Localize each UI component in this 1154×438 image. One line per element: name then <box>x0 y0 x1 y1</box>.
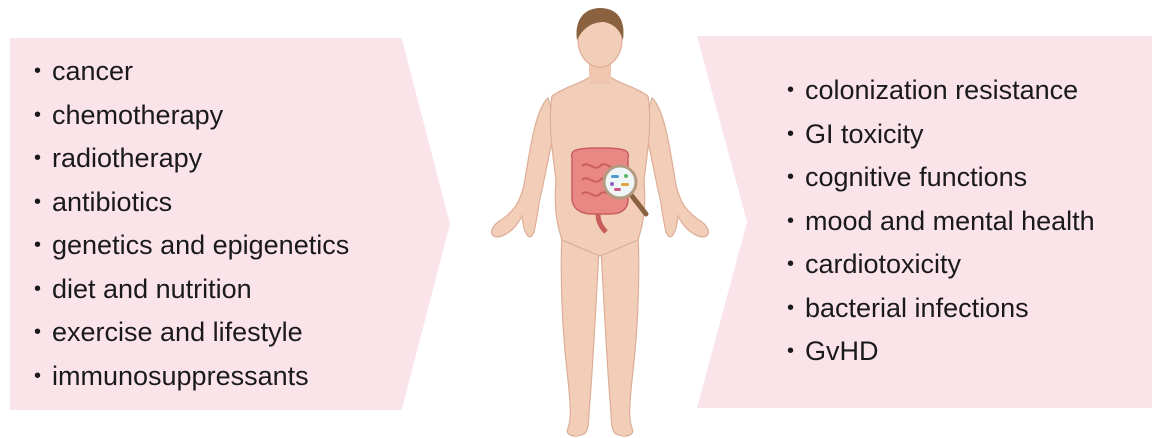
outcome-item: •cardiotoxicity <box>787 243 1095 287</box>
left-leg <box>561 232 599 436</box>
bullet-icon: • <box>787 113 805 157</box>
outcome-item: •GvHD <box>787 330 1095 374</box>
outcome-item: •mood and mental health <box>787 200 1095 244</box>
bullet-icon: • <box>787 287 805 331</box>
factor-item: •genetics and epigenetics <box>34 224 349 268</box>
outcome-item: •GI toxicity <box>787 113 1095 157</box>
bullet-icon: • <box>34 268 52 312</box>
bullet-icon: • <box>34 137 52 181</box>
bullet-icon: • <box>787 69 805 113</box>
human-body-icon <box>480 0 720 438</box>
factor-item: •immunosuppressants <box>34 355 349 399</box>
factor-item: •antibiotics <box>34 181 349 225</box>
bullet-icon: • <box>34 181 52 225</box>
outcomes-list: •colonization resistance •GI toxicity •c… <box>787 69 1095 374</box>
bullet-icon: • <box>787 200 805 244</box>
outcome-item: •cognitive functions <box>787 156 1095 200</box>
bullet-icon: • <box>34 311 52 355</box>
factor-item: •exercise and lifestyle <box>34 311 349 355</box>
factor-item: •chemotherapy <box>34 94 349 138</box>
bullet-icon: • <box>787 156 805 200</box>
factor-item: •cancer <box>34 50 349 94</box>
outcome-item: •colonization resistance <box>787 69 1095 113</box>
bullet-icon: • <box>34 94 52 138</box>
left-arm <box>492 98 556 237</box>
bullet-icon: • <box>787 243 805 287</box>
right-arm <box>644 98 708 237</box>
right-leg <box>601 232 639 436</box>
bullet-icon: • <box>34 355 52 399</box>
factor-item: •radiotherapy <box>34 137 349 181</box>
bullet-icon: • <box>34 50 52 94</box>
influencing-factors-list: •cancer •chemotherapy •radiotherapy •ant… <box>34 50 349 398</box>
bullet-icon: • <box>787 330 805 374</box>
outcome-item: •bacterial infections <box>787 287 1095 331</box>
factor-item: •diet and nutrition <box>34 268 349 312</box>
bullet-icon: • <box>34 224 52 268</box>
